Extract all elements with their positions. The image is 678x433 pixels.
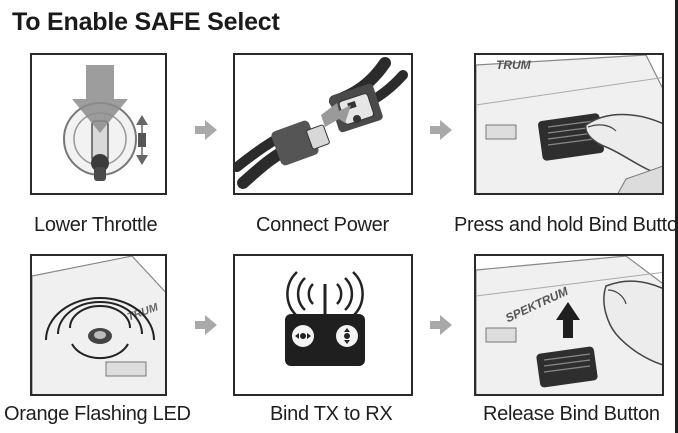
flashing-led-icon: TRUM — [32, 256, 165, 394]
arrow-right-icon — [430, 315, 452, 335]
step-6-image: SPEKTRUM — [474, 254, 664, 396]
brand-logo: TRUM — [496, 58, 532, 72]
page-title: To Enable SAFE Select — [12, 8, 280, 36]
step-3-caption: Press and hold Bind Button — [454, 214, 678, 236]
release-bind-button-icon: SPEKTRUM — [476, 256, 662, 394]
release-arrow-icon — [556, 302, 580, 338]
press-bind-button-icon: TRUM — [476, 55, 662, 193]
step-4-caption: Orange Flashing LED — [4, 403, 191, 425]
throttle-stick-icon — [63, 65, 148, 181]
step-6-caption: Release Bind Button — [483, 403, 660, 425]
page-edge-divider — [675, 0, 678, 433]
transmitter-icon — [285, 271, 365, 366]
arrow-right-icon — [430, 120, 452, 140]
step-5-image — [233, 254, 413, 396]
step-1-caption: Lower Throttle — [34, 214, 158, 236]
step-2-caption: Connect Power — [256, 214, 389, 236]
battery-connector-icon — [235, 57, 408, 189]
arrow-right-icon — [195, 120, 217, 140]
step-3-image: TRUM — [474, 53, 664, 195]
step-4-image: TRUM — [30, 254, 167, 396]
step-5-caption: Bind TX to RX — [270, 403, 393, 425]
step-2-image — [233, 53, 413, 195]
step-1-image — [30, 53, 167, 195]
arrow-right-icon — [195, 315, 217, 335]
